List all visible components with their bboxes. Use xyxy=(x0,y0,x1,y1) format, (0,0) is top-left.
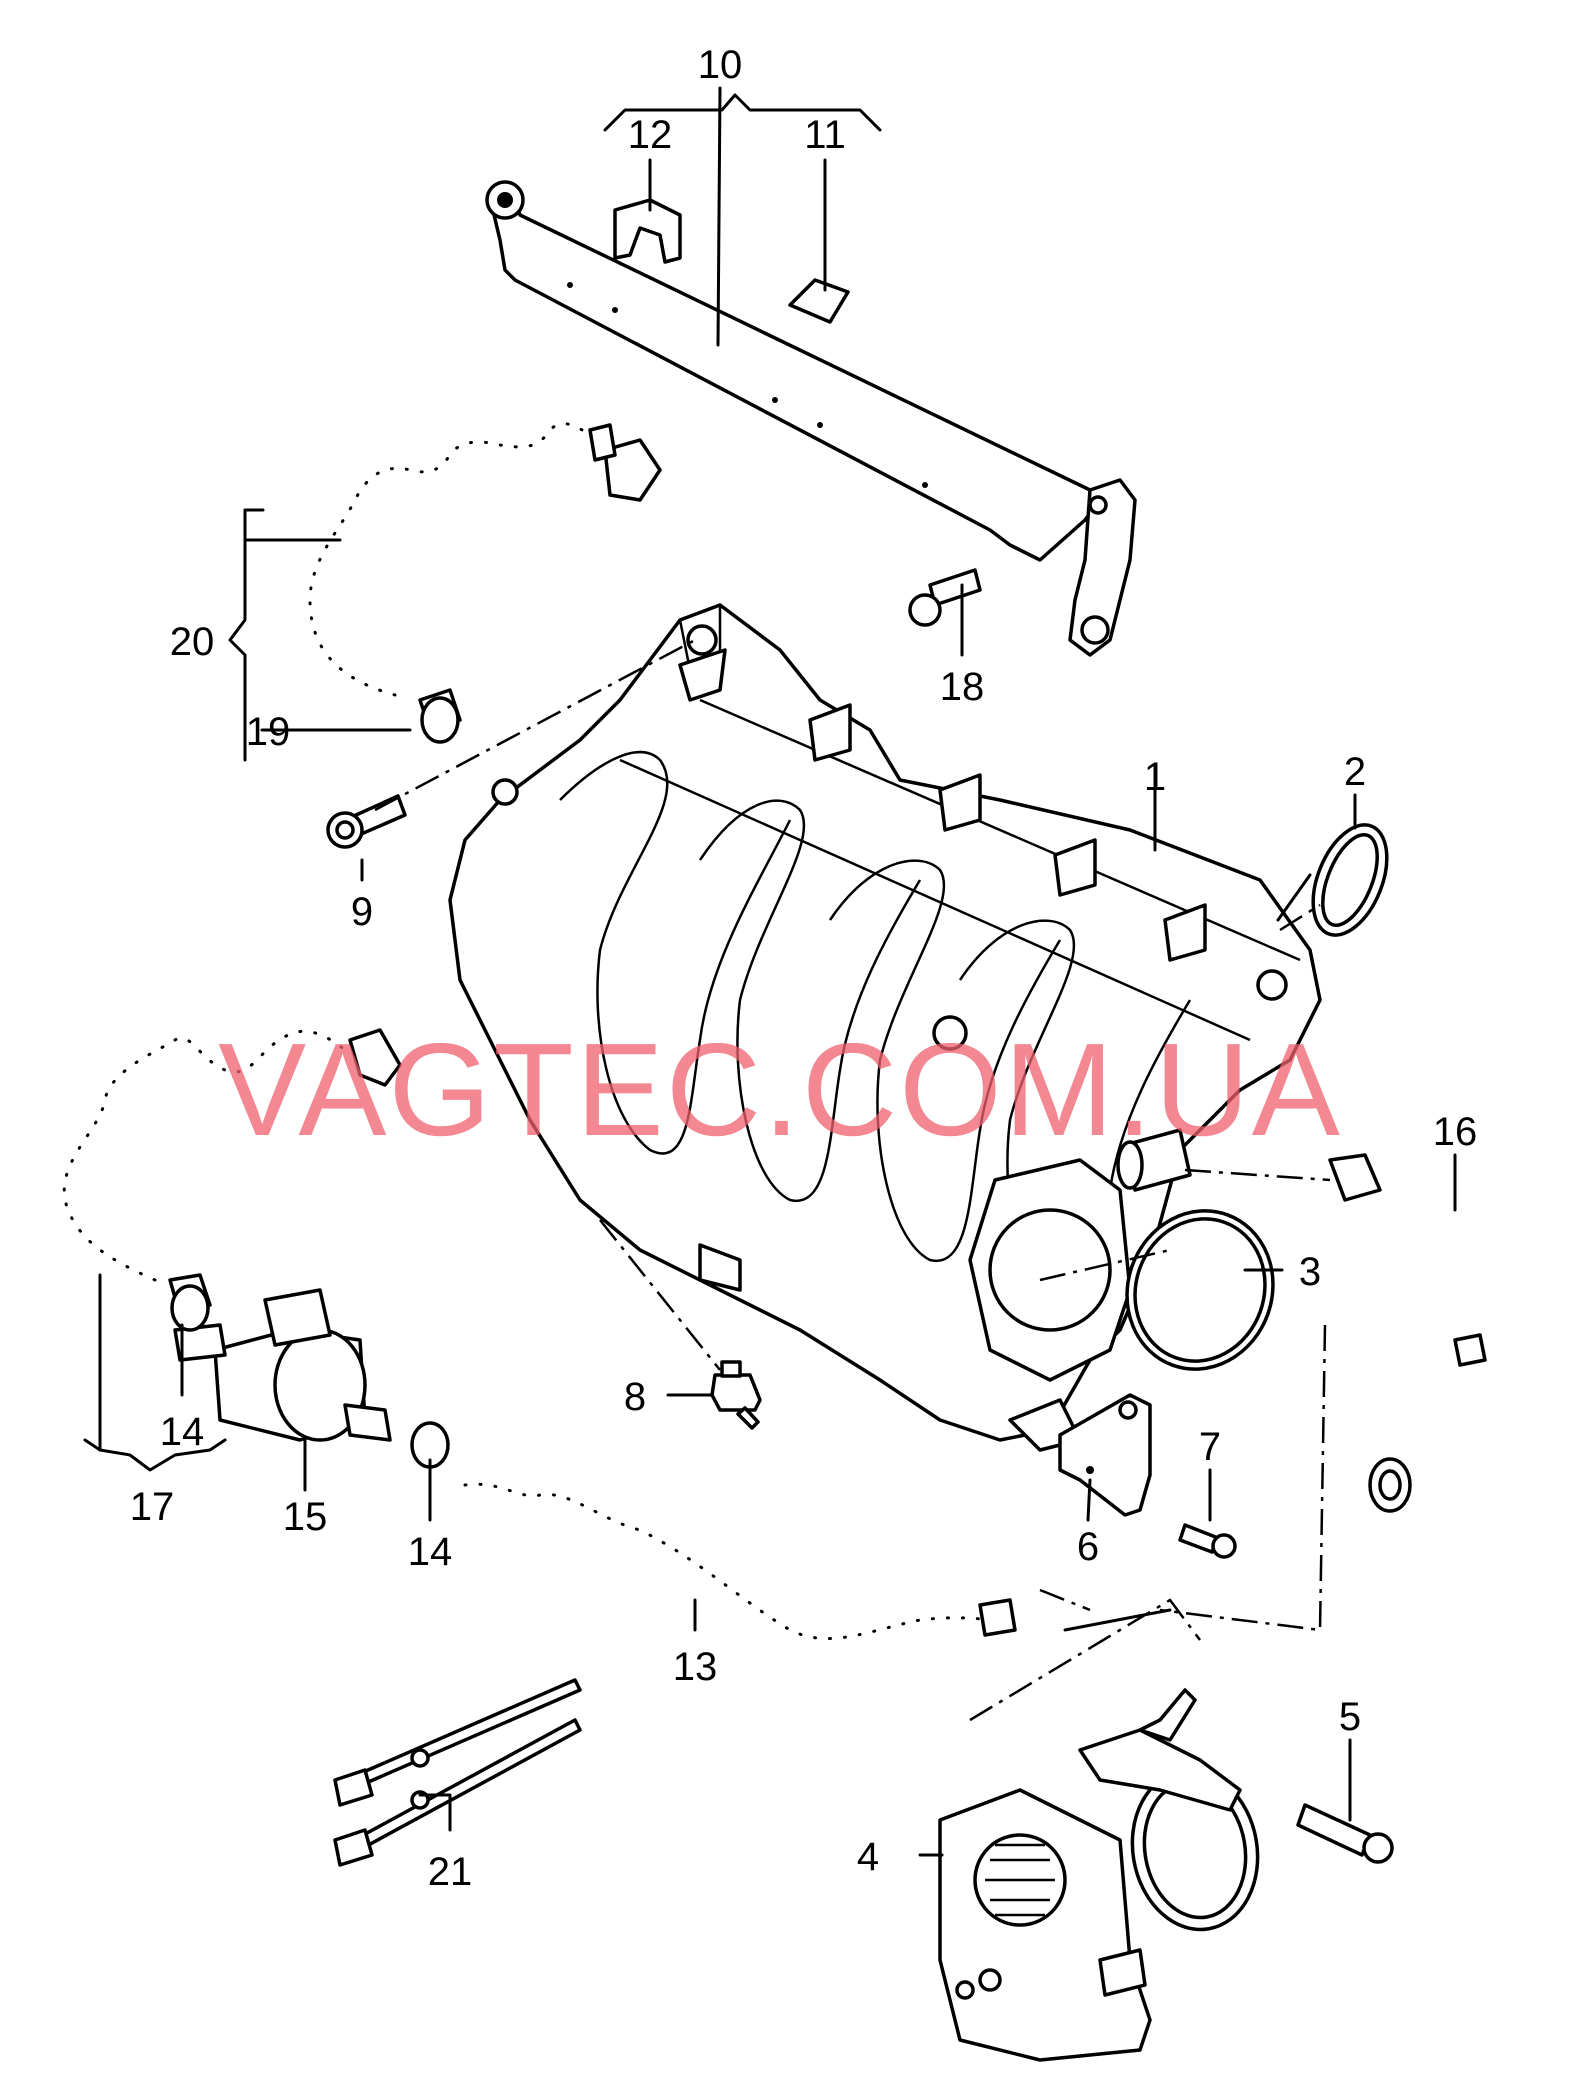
callout-13: 13 xyxy=(673,1645,718,1689)
callout-8: 8 xyxy=(624,1375,646,1419)
clamp-19 xyxy=(420,696,460,744)
callout-4: 4 xyxy=(857,1835,879,1879)
callout-1: 1 xyxy=(1144,755,1166,799)
callout-3: 3 xyxy=(1299,1250,1321,1294)
watermark: VAGTEC.COM.UA xyxy=(218,1016,1342,1163)
callout-19: 19 xyxy=(246,710,291,754)
callout-16: 16 xyxy=(1433,1110,1478,1154)
callout-labels: 10 12 11 18 20 19 1 2 9 16 3 8 7 6 14 15… xyxy=(130,43,1478,1894)
gasket-2 xyxy=(1311,823,1389,937)
hose-16 xyxy=(1328,1153,1507,1513)
intake-manifold xyxy=(448,603,1322,1452)
hose-13 xyxy=(453,1472,1017,1651)
fuel-rail-bracket xyxy=(485,180,1137,657)
callout-21: 21 xyxy=(428,1850,473,1894)
throttle-body xyxy=(938,1688,1260,2062)
bolt-18 xyxy=(908,568,982,627)
sensor-6 xyxy=(1058,1393,1152,1517)
bolt-9 xyxy=(326,794,407,849)
callout-15: 15 xyxy=(283,1495,328,1539)
callout-10: 10 xyxy=(698,43,743,87)
pipes-21 xyxy=(333,1678,582,1867)
callout-14b: 14 xyxy=(408,1530,453,1574)
hose-20 xyxy=(298,411,662,732)
sender-8 xyxy=(710,1360,762,1430)
callout-7: 7 xyxy=(1199,1425,1221,1469)
callout-6: 6 xyxy=(1077,1525,1099,1569)
callout-18: 18 xyxy=(940,665,985,709)
clamp-14a xyxy=(170,1284,210,1332)
holder-clip xyxy=(613,198,682,264)
callout-20: 20 xyxy=(170,620,215,664)
callout-14a: 14 xyxy=(160,1410,205,1454)
valve-15 xyxy=(173,1288,392,1442)
bolt-5 xyxy=(1296,1803,1394,1864)
callout-5: 5 xyxy=(1339,1695,1361,1739)
callout-12: 12 xyxy=(628,113,673,157)
wedge-clip xyxy=(788,278,850,324)
callout-9: 9 xyxy=(351,890,373,934)
callout-11: 11 xyxy=(804,113,846,157)
callout-2: 2 xyxy=(1344,750,1366,794)
callout-17: 17 xyxy=(130,1485,175,1529)
bolt-7 xyxy=(1178,1523,1237,1559)
leader-lines xyxy=(83,86,1457,1857)
hose-stub xyxy=(1116,1128,1192,1192)
